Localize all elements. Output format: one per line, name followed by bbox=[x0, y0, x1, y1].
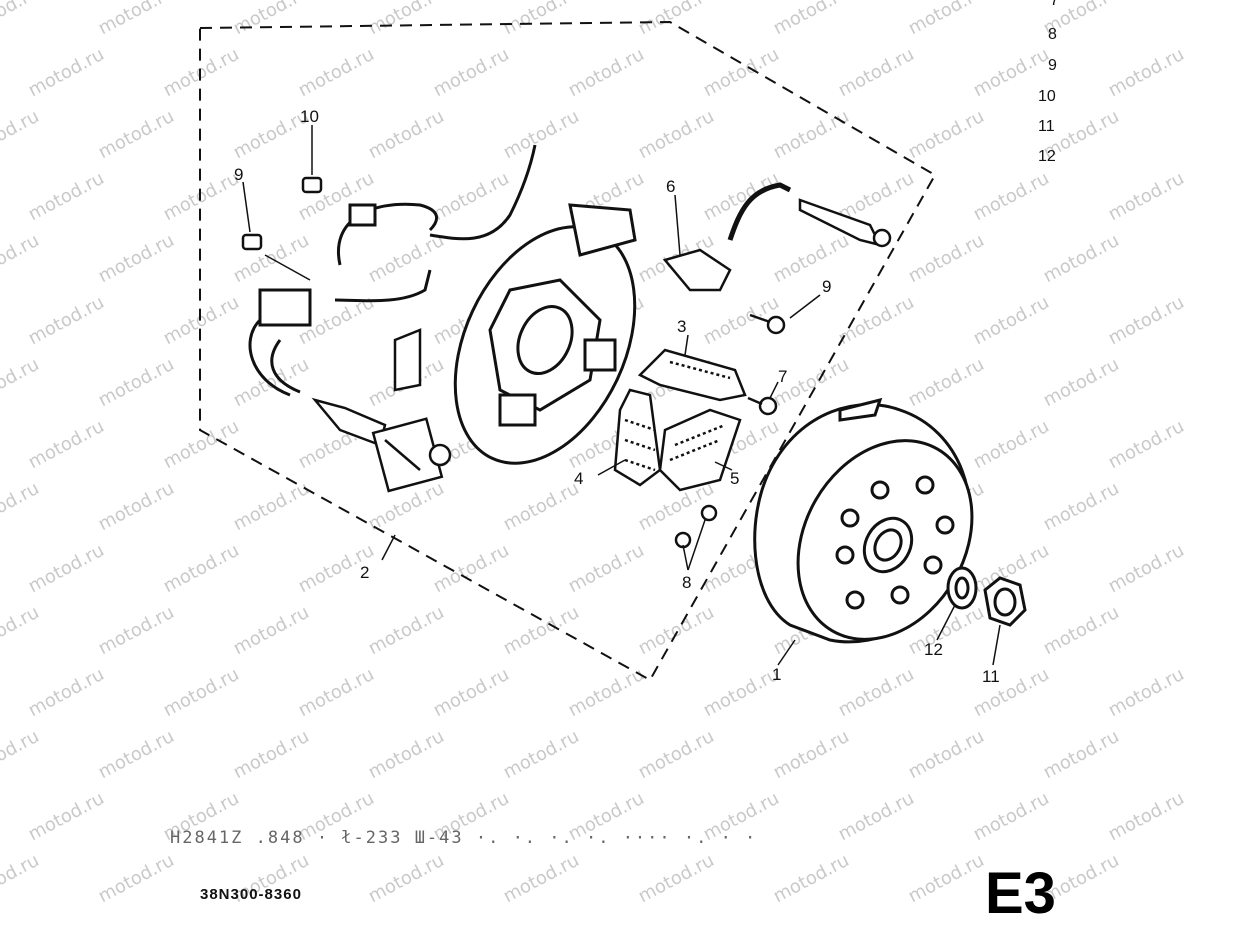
legend-12: 12 bbox=[1038, 148, 1056, 165]
assembly-boundary bbox=[199, 20, 937, 682]
wiring-clamp bbox=[248, 144, 537, 397]
callout-11: 11 bbox=[982, 667, 1000, 686]
callout-5: 5 bbox=[730, 469, 739, 488]
washer bbox=[946, 566, 978, 610]
callout-3: 3 bbox=[677, 317, 686, 336]
legend-11: 11 bbox=[1038, 118, 1055, 135]
nut bbox=[983, 576, 1027, 627]
page-code: E3 bbox=[985, 861, 1056, 926]
callout-2: 2 bbox=[360, 563, 369, 582]
coil-4 bbox=[613, 388, 662, 487]
part-number: 38N300-8360 bbox=[200, 886, 302, 903]
callout-7: 7 bbox=[778, 367, 787, 386]
bracket bbox=[393, 328, 422, 392]
callout-6: 6 bbox=[666, 177, 675, 196]
callout-4: 4 bbox=[574, 469, 583, 488]
legend-7: 7 bbox=[1050, 0, 1059, 9]
coil-5 bbox=[658, 408, 742, 492]
callout-10: 10 bbox=[300, 107, 319, 126]
legend-10: 10 bbox=[1038, 88, 1056, 105]
callout-12: 12 bbox=[924, 640, 943, 659]
leader-lines bbox=[242, 125, 1001, 666]
pulser-coil bbox=[662, 182, 892, 292]
connector-plug bbox=[311, 397, 452, 493]
faded-print-strip: H2841Z .848 · ł-2ЗЗ Ш-43 ·. ·. ·. ·. ···… bbox=[170, 828, 758, 848]
callout-8: 8 bbox=[682, 573, 691, 592]
coil-3 bbox=[637, 348, 747, 402]
legend-9: 9 bbox=[1048, 57, 1057, 74]
legend-8: 8 bbox=[1048, 26, 1057, 43]
flywheel-rotor bbox=[753, 397, 974, 644]
callout-1: 1 bbox=[772, 665, 781, 684]
screws bbox=[241, 176, 786, 549]
callout-9-right: 9 bbox=[822, 277, 831, 296]
stator-base-plate bbox=[453, 203, 637, 465]
callout-9-left: 9 bbox=[234, 165, 243, 184]
